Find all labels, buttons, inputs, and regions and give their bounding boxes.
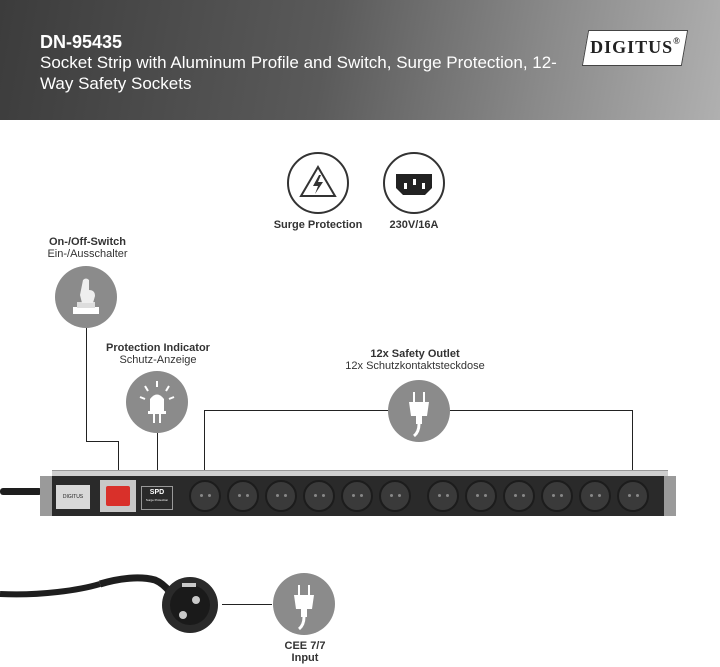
outlets-connector-left-v bbox=[204, 410, 205, 476]
end-cap-left bbox=[40, 476, 52, 516]
power-rating-label: 230V/16A bbox=[389, 219, 439, 231]
socket[interactable] bbox=[265, 480, 297, 512]
socket[interactable] bbox=[227, 480, 259, 512]
socket[interactable] bbox=[617, 480, 649, 512]
outlets-connector-left bbox=[204, 410, 388, 411]
digitus-logo: DIGITUS® bbox=[581, 30, 689, 66]
socket[interactable] bbox=[379, 480, 411, 512]
socket[interactable] bbox=[427, 480, 459, 512]
header-banner: DN-95435 Socket Strip with Aluminum Prof… bbox=[0, 0, 720, 120]
product-title: Socket Strip with Aluminum Profile and S… bbox=[40, 53, 557, 93]
socket[interactable] bbox=[465, 480, 497, 512]
socket[interactable] bbox=[303, 480, 335, 512]
safety-plug-icon bbox=[388, 380, 450, 442]
end-cap-right bbox=[664, 476, 676, 516]
strip-brand-label: DIGITUS bbox=[56, 485, 90, 509]
input-plug-image bbox=[0, 574, 218, 633]
finger-press-icon bbox=[55, 266, 117, 328]
socket[interactable] bbox=[541, 480, 573, 512]
switch-connector-h bbox=[86, 441, 118, 442]
input-connector bbox=[222, 604, 272, 605]
power-cable bbox=[0, 488, 42, 495]
socket[interactable] bbox=[503, 480, 535, 512]
outlets-connector-right-v bbox=[632, 410, 633, 476]
led-indicator-icon bbox=[126, 371, 188, 433]
socket[interactable] bbox=[341, 480, 373, 512]
switch-connector-v bbox=[118, 441, 119, 477]
aluminum-top bbox=[52, 470, 668, 477]
indicator-connector bbox=[157, 433, 158, 477]
socket[interactable] bbox=[579, 480, 611, 512]
on-off-switch[interactable] bbox=[100, 480, 136, 512]
model-number: DN-95435 bbox=[40, 32, 123, 52]
surge-protection-icon bbox=[287, 152, 349, 214]
input-plug-icon bbox=[273, 573, 335, 635]
switch-connector bbox=[86, 328, 87, 442]
surge-protection-label: Surge Protection bbox=[273, 219, 363, 231]
spd-indicator: SPD Surge Protection bbox=[141, 486, 173, 510]
socket[interactable] bbox=[189, 480, 221, 512]
socket-strip: DIGITUS SPD Surge Protection bbox=[40, 470, 676, 518]
outlets-connector-right bbox=[450, 410, 632, 411]
switch-rocker[interactable] bbox=[106, 486, 130, 506]
iec-inlet-icon bbox=[383, 152, 445, 214]
